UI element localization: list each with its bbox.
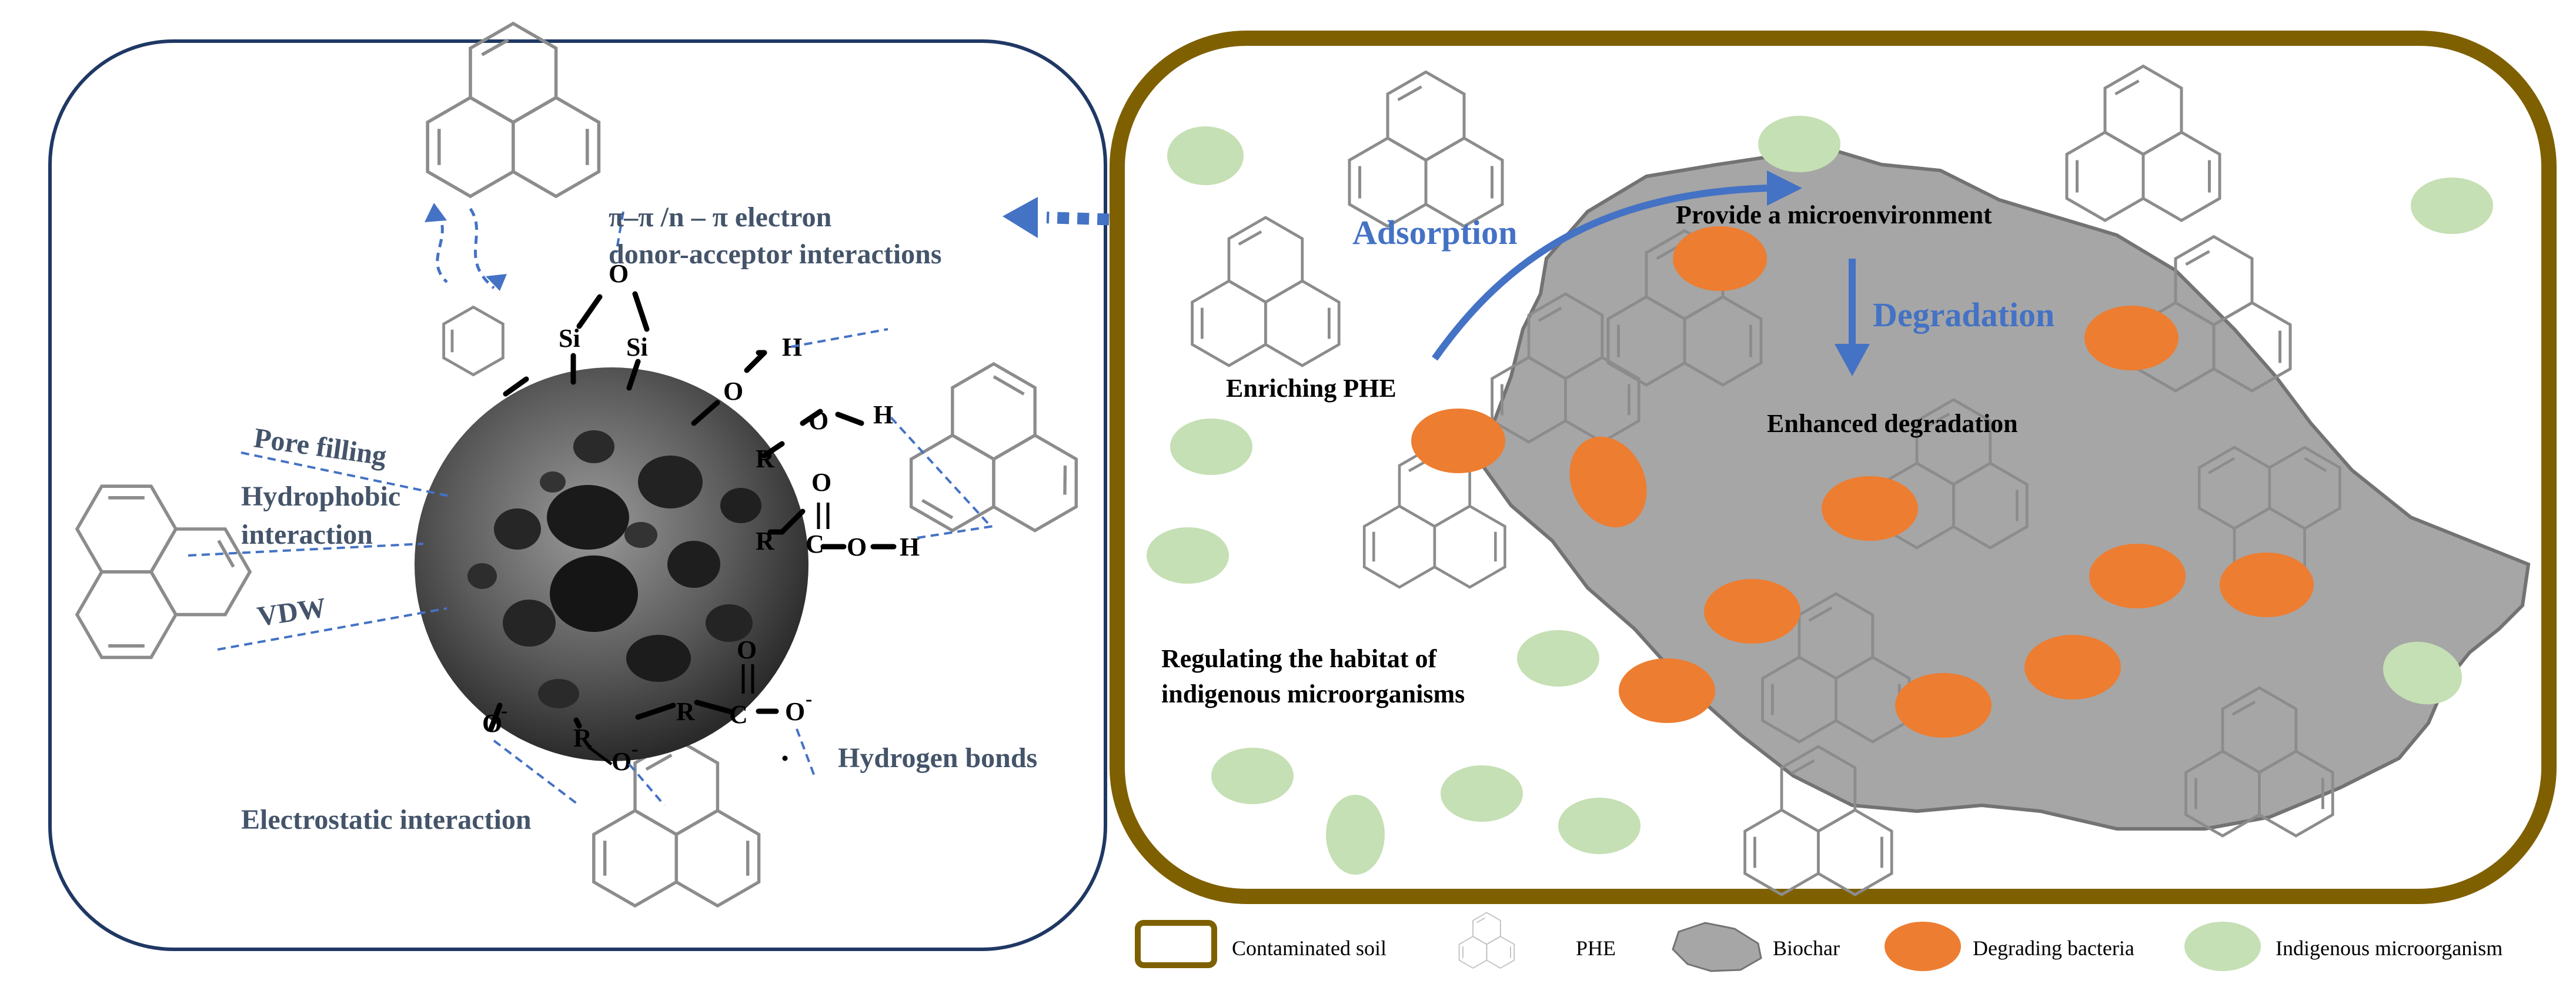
atom-h-acid: H [900, 533, 920, 561]
degrading-bacteria [1411, 226, 2314, 738]
atom-o-acid-top: O [811, 468, 831, 497]
atom-o-bridge: O [609, 259, 629, 288]
atom-o-r1: O [808, 406, 828, 435]
indigenous-microorganism [1170, 419, 1252, 475]
indigenous-microorganism [1517, 630, 1599, 687]
atom-r-1: R [756, 444, 775, 473]
degrading-bacterium [2024, 635, 2121, 699]
legend-indigenous-label: Indigenous microorganism [2276, 936, 2503, 960]
legend-soil-swatch [1135, 920, 1217, 968]
regulating-habitat-label-2: indigenous microorganisms [1161, 680, 1465, 708]
atom-minus-3: - [806, 688, 812, 710]
atom-r-4: R [676, 697, 696, 726]
degrading-bacterium [1569, 436, 1647, 528]
atom-o-r3: O [612, 747, 632, 776]
atom-si-2: Si [626, 333, 648, 362]
degradation-label: Degradation [1873, 296, 2054, 334]
atom-si-1: Si [559, 324, 580, 353]
arrow-head-down [486, 274, 507, 291]
pi-interaction-label: π–π /n – π electron [609, 202, 831, 233]
indigenous-microorganism [1758, 116, 1840, 172]
indigenous-microorganism [1147, 527, 1229, 584]
indigenous-microorganism [1441, 765, 1523, 822]
degrading-bacterium [1619, 658, 1715, 723]
double-bond-lines [587, 503, 830, 765]
atom-r-3: R [573, 724, 593, 752]
atom-minus-1: - [501, 700, 507, 722]
degrading-bacterium [1673, 226, 1767, 291]
atom-h-r1: H [873, 400, 893, 429]
atom-c-carbox: C [729, 700, 748, 729]
provide-microenvironment-label: Provide a microenvironment [1676, 200, 1992, 229]
atom-c-acid: C [806, 530, 824, 558]
enhanced-degradation-label: Enhanced degradation [1767, 409, 2018, 438]
degrading-bacterium [2084, 306, 2179, 370]
legend: Contaminated soil PHE Biochar Degrading … [1135, 912, 2503, 972]
biochar-sem-image [415, 367, 808, 761]
degradation-arrow-head [1835, 344, 1870, 376]
legend-biochar-swatch [1672, 922, 1762, 972]
enriching-curved-arrow [1432, 185, 1768, 361]
degrading-bacterium [1822, 476, 1918, 541]
degrading-bacterium [2089, 544, 2186, 608]
degrading-bacterium [1895, 673, 1992, 738]
atom-o-acid: O [847, 533, 867, 561]
atom-minus-2: - [632, 738, 638, 760]
enriching-phe-label: Enriching PHE [1226, 374, 1396, 403]
pi-stacking-arrows [436, 207, 495, 289]
degrading-bacterium [1704, 579, 1800, 644]
indigenous-microorganism [2383, 641, 2463, 705]
atom-o-minus: O [482, 709, 502, 738]
hydrogen-bonds-label: Hydrogen bonds [838, 742, 1037, 774]
atom-o-carbox: O [785, 697, 805, 726]
legend-indigenous-swatch [2184, 922, 2261, 971]
adsorption-arrow-head [1003, 197, 1038, 238]
hydrophobic-label-2: interaction [241, 519, 373, 550]
atom-o-carbox-top: O [737, 635, 757, 664]
legend-biochar-label: Biochar [1773, 936, 1840, 960]
degrading-bacterium [2220, 553, 2314, 617]
interaction-dashed-lines [188, 211, 994, 806]
regulating-habitat-label: Regulating the habitat of [1161, 644, 1437, 673]
legend-phe-label: PHE [1576, 936, 1616, 960]
indigenous-microorganism [1211, 748, 1294, 804]
arrow-head-up [425, 203, 447, 222]
enriching-arrow-head [1767, 170, 1802, 206]
atom-r-2: R [756, 527, 775, 555]
indigenous-microorganism [1326, 795, 1385, 875]
degrading-bacterium [1411, 409, 1505, 473]
indigenous-microorganisms [1147, 116, 2493, 875]
legend-bacteria-label: Degrading bacteria [1973, 936, 2134, 960]
functional-group-bonds [488, 291, 897, 761]
pi-interaction-label-2: donor-acceptor interactions [609, 239, 942, 270]
legend-soil-label: Contaminated soil [1232, 936, 1386, 960]
legend-bacteria-swatch [1885, 922, 1961, 971]
indigenous-microorganism [2411, 178, 2493, 234]
indigenous-microorganism [1167, 126, 1244, 185]
indigenous-microorganism [1558, 798, 1641, 854]
atom-o-hydroxyl: O [723, 377, 743, 406]
adsorption-label: Adsorption [1352, 213, 1517, 252]
hydrophobic-label: Hydrophobic [241, 481, 400, 512]
legend-phe-swatch [1458, 912, 1515, 969]
electrostatic-label: Electrostatic interaction [241, 804, 532, 835]
